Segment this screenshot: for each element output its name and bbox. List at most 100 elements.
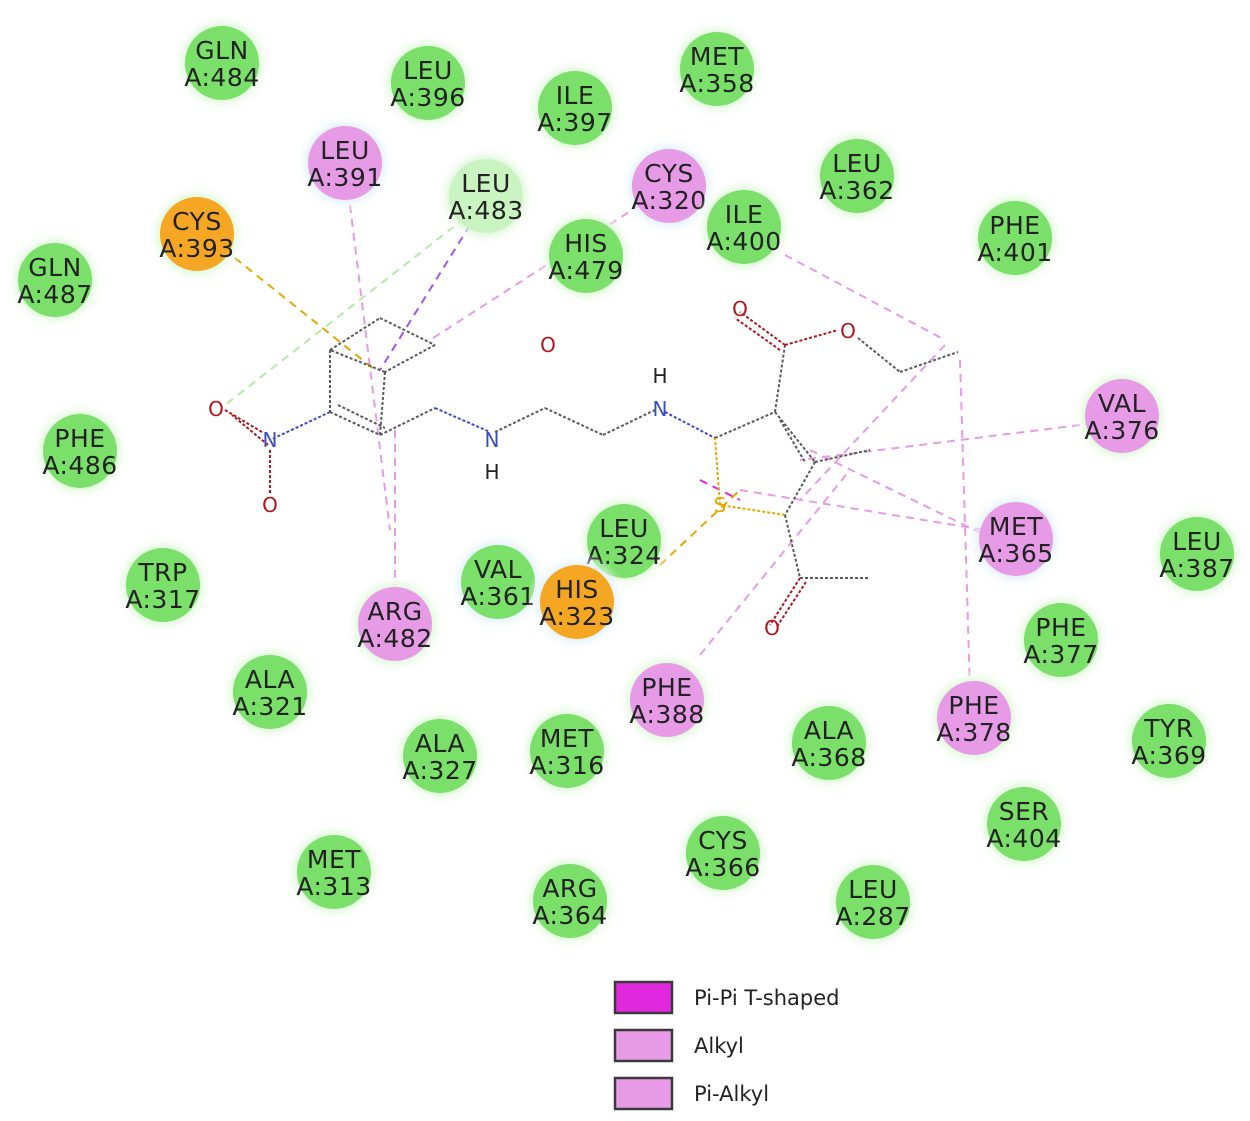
residue-node [530, 714, 604, 788]
alkyl-line-phe388 [699, 469, 851, 656]
residue-id: A:361 [460, 582, 535, 611]
residue-id: A:368 [791, 743, 866, 772]
residue-name: HIS [564, 229, 608, 258]
residue-name: PHE [54, 424, 105, 453]
residue-id: A:377 [1023, 640, 1098, 669]
residue-node [233, 655, 307, 729]
ring-bond-4 [329, 349, 386, 373]
ring-bond-2 [379, 317, 436, 346]
residue-name: LEU [320, 136, 370, 165]
atom-s: S [714, 493, 727, 517]
residue-node [43, 414, 117, 488]
legend-swatch [613, 1076, 674, 1111]
residue-id: A:482 [357, 624, 432, 653]
residue-id: A:365 [978, 539, 1053, 568]
chain-bond-5 [602, 409, 656, 436]
residue-name: ILE [725, 200, 764, 229]
residue-node [308, 126, 382, 200]
residue-id: A:364 [532, 901, 607, 930]
pipi-line-thiophene [699, 479, 741, 501]
ring-bond-6 [379, 371, 386, 436]
residue-node [686, 816, 760, 890]
residue-node [836, 865, 910, 939]
residue-node [987, 787, 1061, 861]
ethyl-bond-1 [857, 337, 901, 373]
ester-bond-1 [774, 344, 786, 413]
pisulfur-line-cys393 [234, 257, 376, 371]
legend-label: Pi-Pi T-shaped [694, 986, 840, 1010]
residue-node [1024, 603, 1098, 677]
residue-node [185, 26, 259, 100]
atom-o-acetyl: O [764, 616, 780, 640]
residue-id: A:376 [1084, 416, 1159, 445]
residue-id: A:323 [539, 602, 614, 631]
pipi-line-leu483 [379, 224, 471, 371]
thiophene-bond-3 [784, 461, 816, 516]
residue-node [533, 864, 607, 938]
residue-name: ARG [542, 874, 597, 903]
residue-name: PHE [948, 691, 999, 720]
alkyl-line-ile400b [799, 344, 946, 501]
residue-name: LEU [461, 169, 511, 198]
residue-id: A:320 [631, 186, 706, 215]
residue-node [18, 243, 92, 317]
residue-id: A:369 [1131, 741, 1206, 770]
residue-id: A:391 [307, 163, 382, 192]
ester-co-bond-b [734, 317, 781, 351]
legend-label: Alkyl [694, 1034, 744, 1058]
residue-id: A:362 [819, 176, 894, 205]
residue-name: ALA [245, 665, 295, 694]
atom-h-1: H [484, 460, 499, 484]
atom-n-2: N [653, 397, 668, 421]
residue-node [979, 502, 1053, 576]
nitro-o1-bond-b [231, 414, 269, 446]
residue-name: CYS [172, 207, 222, 236]
residue-name: LEU [403, 56, 453, 85]
residue-name: GLN [28, 253, 82, 282]
chain-bond-6 [664, 411, 716, 439]
residue-node [632, 149, 706, 223]
residue-name: ILE [556, 81, 595, 110]
pisulfur-line-his323 [659, 489, 741, 566]
residue-name: TRP [137, 558, 187, 587]
residue-name: PHE [1035, 613, 1086, 642]
ethyl-bond-2 [899, 351, 959, 373]
residue-node [358, 587, 432, 661]
ring-bond-8 [337, 404, 386, 429]
residue-node [820, 139, 894, 213]
thiophene-bond-2 [774, 411, 816, 463]
legend-item: Pi-Pi T-shaped [613, 980, 840, 1015]
residue-node [461, 545, 535, 619]
residue-id: A:486 [42, 451, 117, 480]
residue-name: ALA [415, 729, 465, 758]
alkyl-line-leu391 [349, 204, 391, 531]
vdw-line-leu483 [224, 217, 466, 406]
residue-node [549, 219, 623, 293]
residue-id: A:387 [1159, 554, 1234, 583]
residue-name: MET [307, 845, 361, 874]
residue-node [126, 548, 200, 622]
residue-id: A:393 [159, 234, 234, 263]
atom-o-ester-1: O [732, 297, 748, 321]
residue-name: MET [690, 42, 744, 71]
residue-node [587, 504, 661, 578]
residue-node [937, 681, 1011, 755]
residue-node [538, 71, 612, 145]
residue-node [1085, 379, 1159, 453]
residue-name: GLN [195, 36, 249, 65]
residue-id: A:484 [184, 63, 259, 92]
residue-name: TYR [1143, 714, 1193, 743]
residue-id: A:487 [17, 280, 92, 309]
